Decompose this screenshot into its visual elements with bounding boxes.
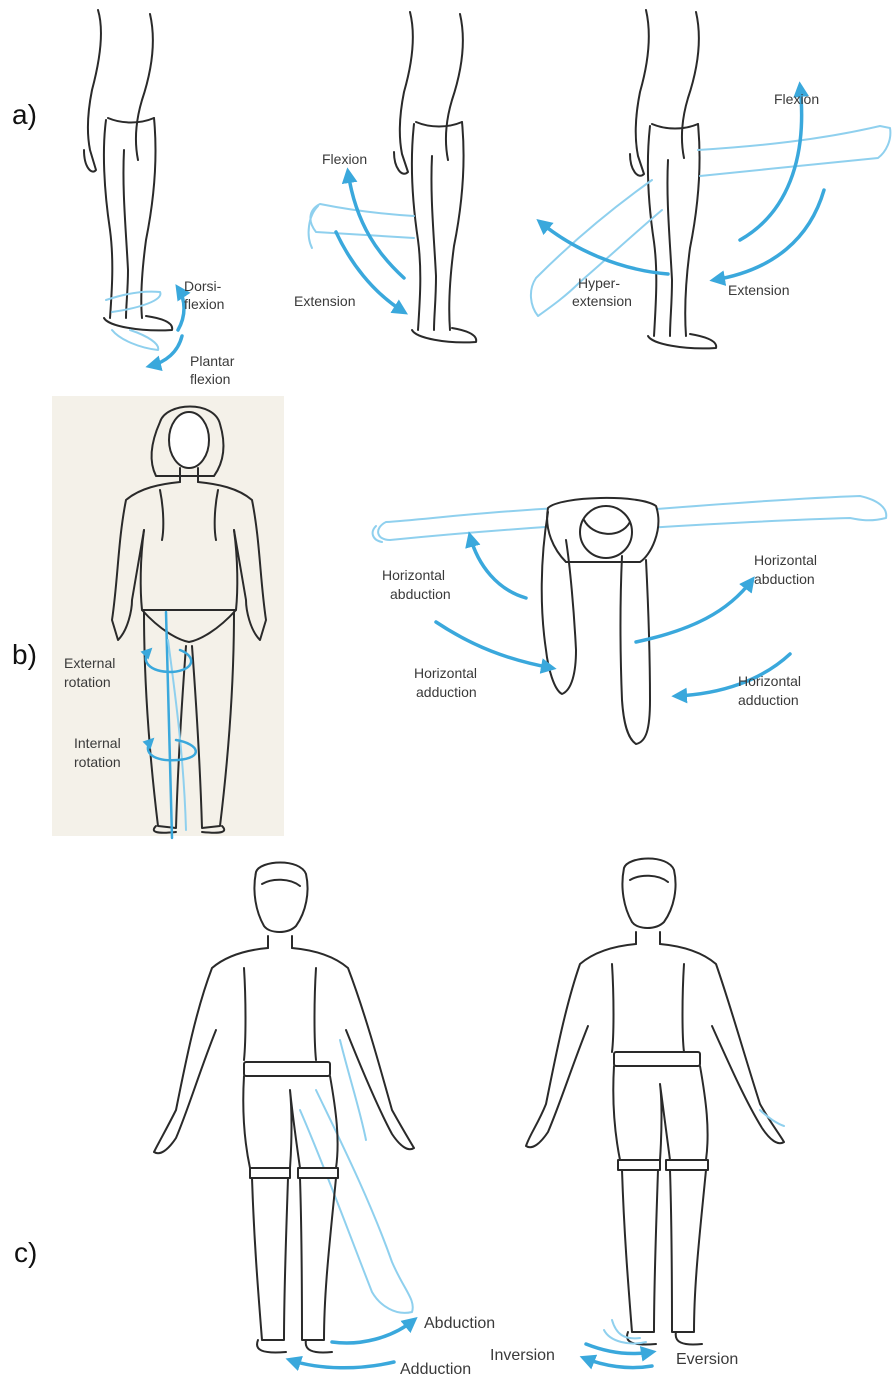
figure-hip: Flexion Hyper- extension Extension [531,10,890,348]
label-plantar-1: Plantar [190,353,235,369]
label-h-add-left-2: adduction [416,684,477,700]
label-h-abd-right-2: abduction [754,571,815,587]
figure-knee: Flexion Extension [294,12,476,342]
label-inversion: Inversion [490,1347,555,1364]
label-h-abd-right-1: Horizontal [754,552,817,568]
panel-c-tag: c) [14,1237,37,1268]
label-eversion: Eversion [676,1351,738,1368]
label-h-add-right-2: adduction [738,692,799,708]
label-knee-flexion: Flexion [322,151,367,167]
label-dorsiflexion-2: flexion [184,296,224,312]
label-plantar-2: flexion [190,371,230,387]
figure-ankle: Dorsi- flexion Plantar flexion [84,10,235,387]
panel-b: b) External rotation Internal rotation [12,396,886,838]
label-h-add-left-1: Horizontal [414,665,477,681]
label-external-1: External [64,655,115,671]
label-external-2: rotation [64,674,111,690]
label-internal-1: Internal [74,735,121,751]
label-adduction: Adduction [400,1361,471,1378]
label-hip-hyper-2: extension [572,293,632,309]
label-h-abd-left-1: Horizontal [382,567,445,583]
label-knee-extension: Extension [294,293,355,309]
label-dorsiflexion-1: Dorsi- [184,278,222,294]
label-hip-flexion: Flexion [774,91,819,107]
label-hip-extension: Extension [728,282,789,298]
panel-a-tag: a) [12,99,37,130]
figure-abduction: Abduction Adduction [154,863,495,1379]
label-hip-hyper-1: Hyper- [578,275,620,291]
label-h-abd-left-2: abduction [390,586,451,602]
label-h-add-right-1: Horizontal [738,673,801,689]
label-abduction: Abduction [424,1315,495,1332]
label-internal-2: rotation [74,754,121,770]
panel-a: a) Dorsi- flexion Plantar flexion [12,10,890,387]
panel-c: c) Abduction Adduction [14,859,784,1379]
panel-b-paper [52,396,284,836]
figure-horizontal-abduction: Horizontal abduction Horizontal adductio… [373,496,887,744]
figure-inversion-eversion: Inversion Eversion [490,859,784,1369]
panel-b-tag: b) [12,639,37,670]
